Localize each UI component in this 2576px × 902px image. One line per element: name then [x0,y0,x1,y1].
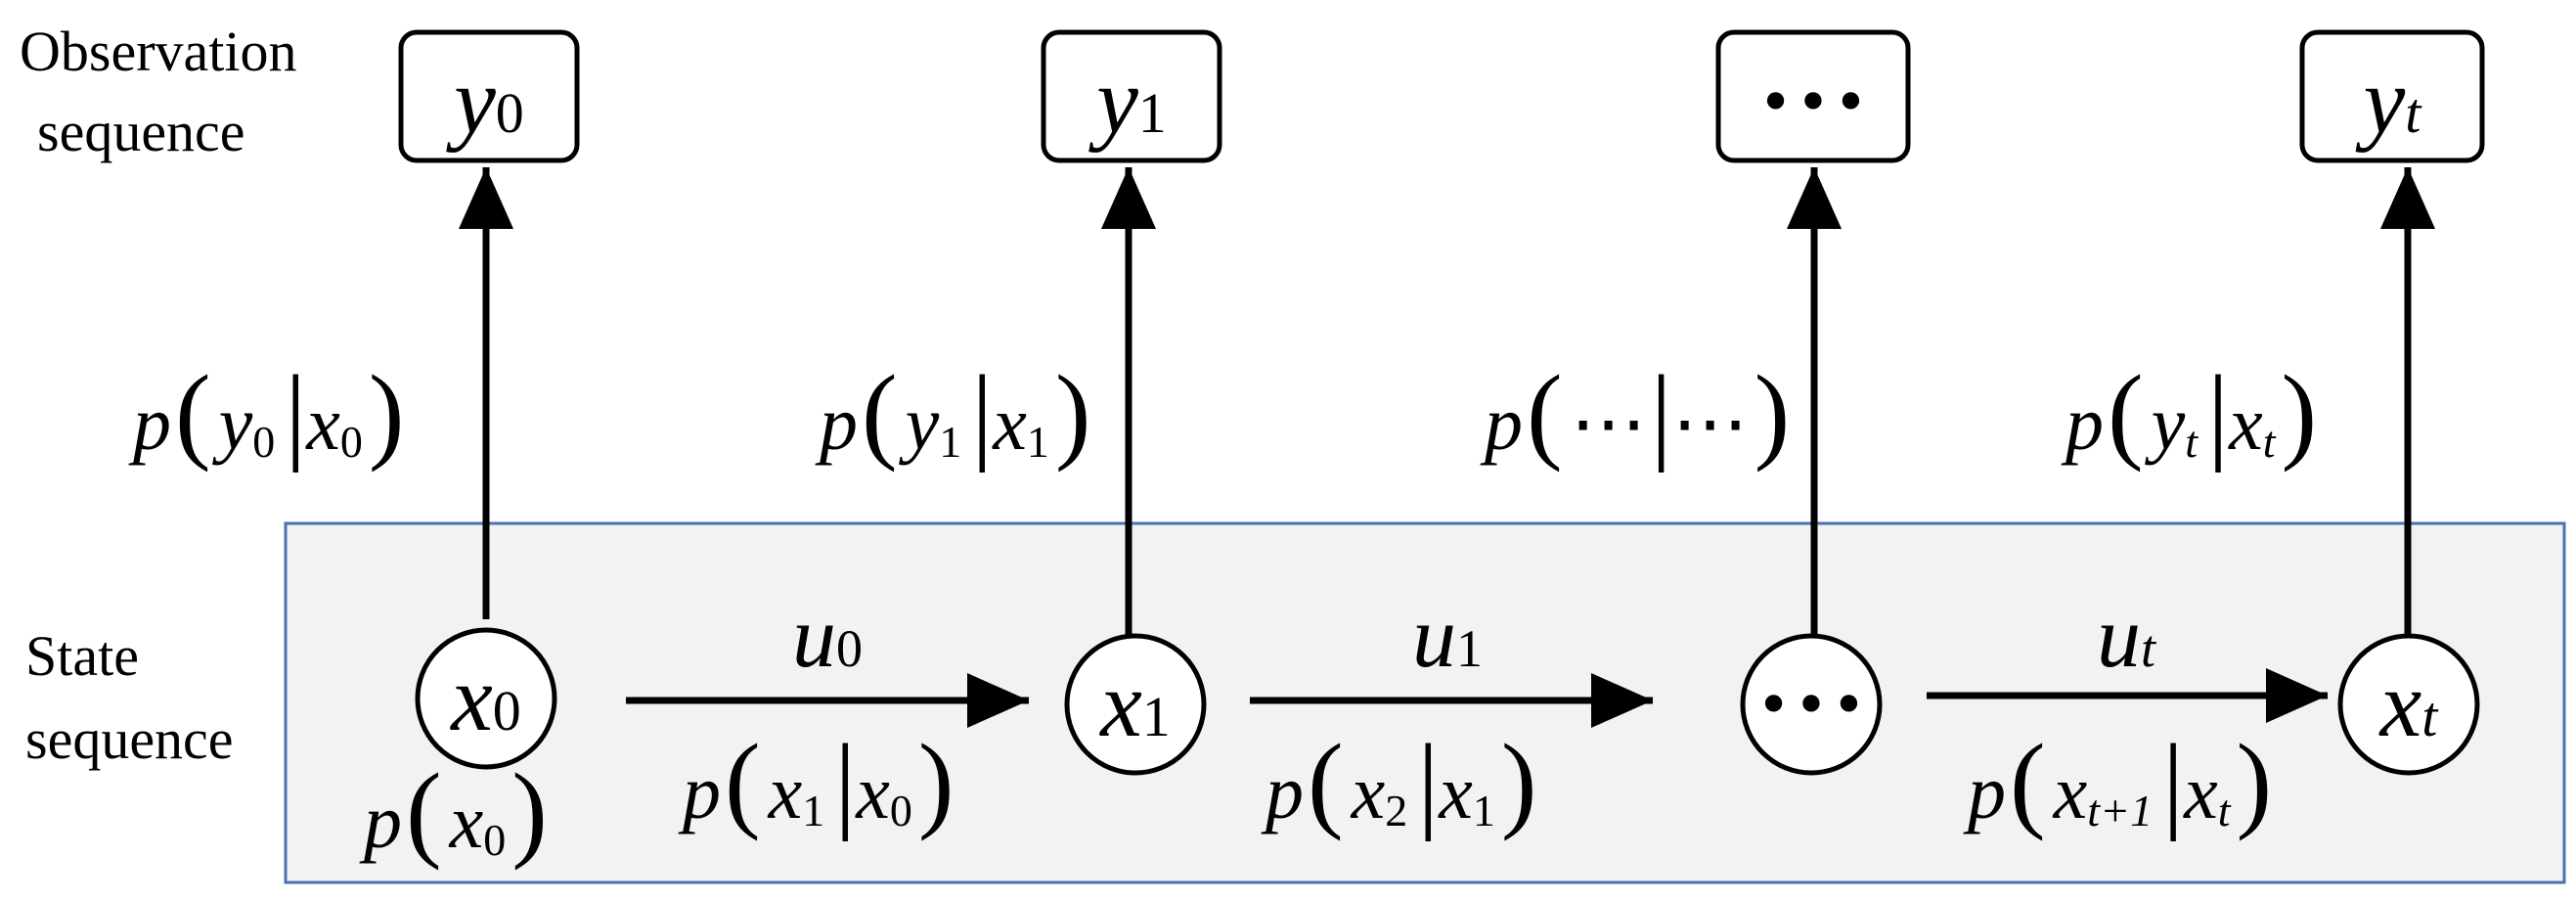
observation-row-label-line2: sequence [37,100,245,163]
emission-prob-2: p(⋯|⋯) [1480,353,1790,473]
observation-row-label-line1: Observation [20,20,297,83]
emission-prob-0: p(y0|x0) [128,353,405,473]
state-node-x0: x0 [415,627,557,770]
svg-text:p(x1|x0): p(x1|x0) [678,722,955,841]
transition-prob-2: p(xt+1|xt) [1963,722,2272,841]
svg-text:p(y0|x0): p(y0|x0) [128,353,405,473]
state-node-ellipsis: • • • [1740,633,1883,776]
state-node-xt: xt [2337,633,2480,776]
svg-text:p(y1|x1): p(y1|x1) [815,353,1091,473]
svg-text:y0: y0 [445,48,524,153]
observation-node-y1: y1 [1041,29,1222,163]
svg-text:x1: x1 [1098,652,1171,756]
svg-text:x0: x0 [449,646,521,750]
svg-text:p(yt|xt): p(yt|xt) [2061,353,2317,473]
svg-text:p(x0): p(x0) [359,751,548,871]
svg-text:p(⋯|⋯): p(⋯|⋯) [1480,353,1790,473]
control-ut: ut [2097,589,2157,686]
svg-text:p(xt+1|xt): p(xt+1|xt) [1963,722,2272,841]
initial-prob: p(x0) [359,751,548,871]
observation-node-y0: y0 [398,29,580,163]
svg-text:• • •: • • • [1762,668,1859,738]
svg-text:p(x2|x1): p(x2|x1) [1261,722,1537,841]
transition-prob-1: p(x2|x1) [1261,722,1537,841]
svg-text:xt: xt [2378,652,2440,756]
control-u1: u1 [1412,589,1483,686]
emission-prob-3: p(yt|xt) [2061,353,2317,473]
state-node-x1: x1 [1064,633,1207,776]
state-row-label-line2: sequence [25,707,234,771]
svg-text:yt: yt [2355,48,2423,153]
transition-prob-0: p(x1|x0) [678,722,955,841]
state-row-label-line1: State [25,624,139,688]
observation-node-yt: yt [2299,29,2485,163]
observation-node-ellipsis: • • • [1715,29,1911,163]
control-u0: u0 [792,589,863,686]
svg-text:y1: y1 [1088,48,1167,153]
svg-text:• • •: • • • [1764,66,1861,135]
emission-prob-1: p(y1|x1) [815,353,1091,473]
